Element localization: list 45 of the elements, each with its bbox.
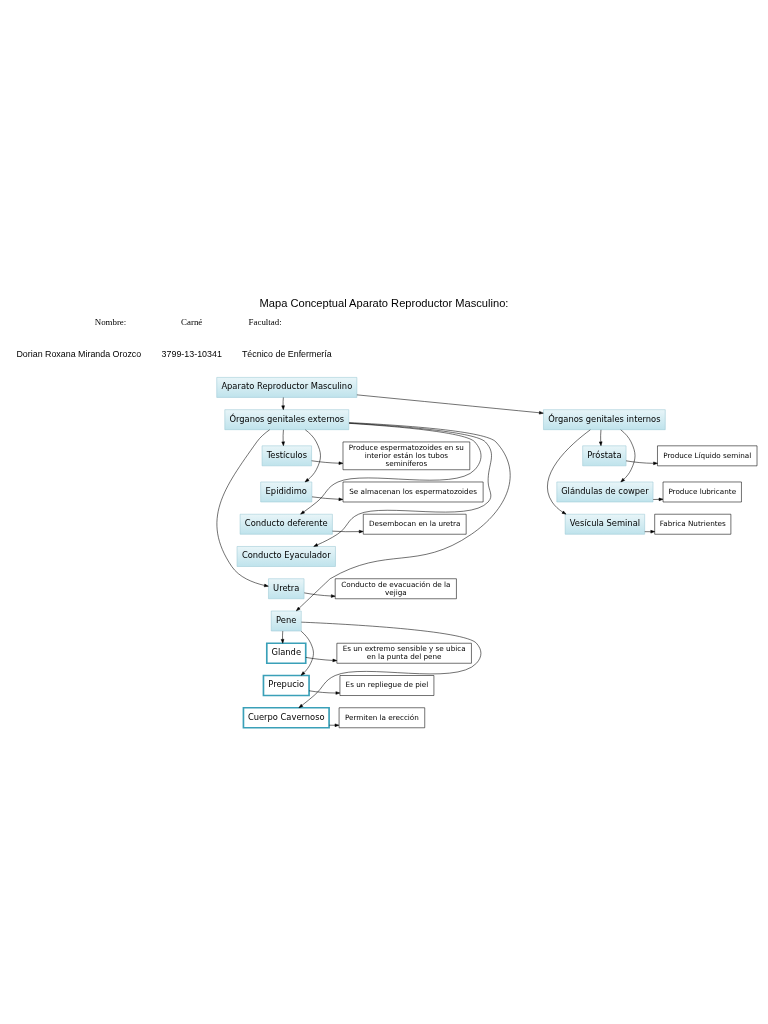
arrow (644, 530, 655, 534)
arrow (216, 429, 270, 588)
node-box: Pene (270, 610, 302, 632)
arrow (547, 429, 591, 515)
node-box: Uretra (268, 578, 305, 600)
arrow (280, 630, 285, 644)
label: Técnico de Enfermería (241, 349, 332, 360)
arrow (313, 422, 492, 547)
node-box: Testículos (261, 445, 312, 467)
label: 3799-13-10341 (161, 349, 222, 360)
node-box: Vesícula Seminal (564, 513, 645, 535)
arrow (311, 496, 344, 501)
label: Nombre: (94, 317, 127, 328)
arrow (599, 429, 603, 446)
arrow (281, 429, 285, 446)
arrow (625, 460, 658, 465)
diagram-title: Mapa Conceptual Aparato Reproductor Masculino: (259, 297, 509, 310)
node-box: Prepucio (262, 674, 310, 697)
arrow (298, 621, 482, 708)
node-box: Órganos genitales externos (224, 409, 350, 430)
arrow (281, 397, 285, 410)
arrow (652, 497, 664, 502)
arrow (304, 429, 321, 483)
node-box: Glande (265, 642, 307, 665)
node-box: Conducto deferente (239, 513, 333, 535)
arrow (308, 690, 341, 695)
node-box: Glándulas de cowper (556, 481, 654, 503)
node-box: Órganos genitales internos (543, 409, 666, 430)
node-box: Epididimo (260, 481, 313, 503)
arrow (328, 723, 340, 727)
arrow (300, 630, 314, 676)
arrow (356, 394, 544, 415)
label: Facultad: (248, 317, 282, 328)
arrow (620, 429, 636, 483)
arrow (305, 657, 338, 663)
node-box: Conducto Eyaculador (236, 546, 336, 567)
node-box: Aparato Reproductor Masculino (216, 377, 358, 398)
arrow (332, 529, 364, 534)
arrow (303, 592, 336, 598)
node-box: Próstata (582, 445, 627, 467)
arrow (300, 423, 482, 515)
label: Dorian Roxana Miranda Orozco (16, 349, 142, 360)
arrow (296, 422, 511, 612)
arrow (311, 460, 344, 465)
label: Carné (181, 317, 203, 328)
